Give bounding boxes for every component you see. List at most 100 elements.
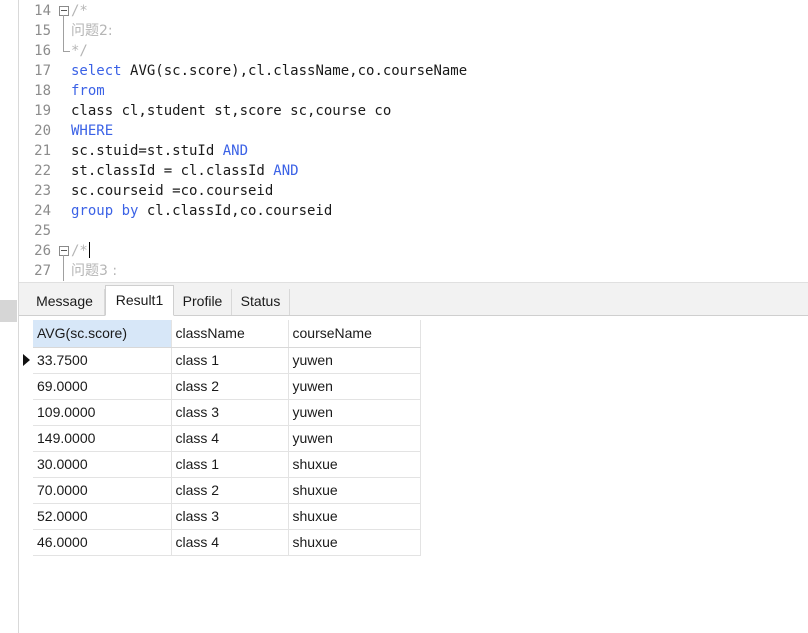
code-text: group by cl.classId,co.courseid bbox=[71, 201, 332, 221]
fold-gutter bbox=[57, 221, 71, 241]
code-line[interactable]: 14 /* bbox=[19, 1, 808, 21]
line-number: 18 bbox=[34, 83, 51, 99]
sql-keyword: from bbox=[71, 83, 105, 99]
tab-message[interactable]: Message bbox=[25, 289, 105, 315]
fold-toggle-icon[interactable] bbox=[57, 241, 71, 261]
tab-profile[interactable]: Profile bbox=[174, 289, 232, 315]
line-number: 22 bbox=[34, 163, 51, 179]
fold-gutter bbox=[57, 141, 71, 161]
line-number: 26 bbox=[34, 243, 51, 259]
sql-comment: /* bbox=[71, 3, 88, 19]
code-line[interactable]: 18 from bbox=[19, 81, 808, 101]
cell-avg-score[interactable]: 33.7500 bbox=[33, 347, 172, 374]
line-number: 24 bbox=[34, 203, 51, 219]
sql-keyword: group by bbox=[71, 203, 147, 219]
result-grid[interactable]: AVG(sc.score) className courseName 33.75… bbox=[19, 320, 808, 633]
cell-avg-score[interactable]: 30.0000 bbox=[33, 451, 172, 478]
cell-coursename[interactable]: shuxue bbox=[288, 503, 421, 530]
sql-keyword: WHERE bbox=[71, 123, 114, 139]
column-header-classname[interactable]: className bbox=[171, 320, 289, 348]
code-line[interactable]: 23 sc.courseid =co.courseid bbox=[19, 181, 808, 201]
fold-gutter bbox=[57, 61, 71, 81]
line-number: 23 bbox=[34, 183, 51, 199]
cell-avg-score[interactable]: 46.0000 bbox=[33, 529, 172, 556]
tab-status[interactable]: Status bbox=[232, 289, 290, 315]
fold-gutter bbox=[57, 101, 71, 121]
cell-coursename[interactable]: shuxue bbox=[288, 477, 421, 504]
cell-coursename[interactable]: yuwen bbox=[288, 373, 421, 400]
code-line[interactable]: 20 WHERE bbox=[19, 121, 808, 141]
line-number: 14 bbox=[34, 3, 51, 19]
cell-avg-score[interactable]: 149.0000 bbox=[33, 425, 172, 452]
line-number: 15 bbox=[34, 23, 51, 39]
cell-avg-score[interactable]: 69.0000 bbox=[33, 373, 172, 400]
cell-classname[interactable]: class 2 bbox=[171, 477, 289, 504]
column-header-avg-score[interactable]: AVG(sc.score) bbox=[33, 320, 172, 348]
code-text: st.classId = cl.classId AND bbox=[71, 161, 299, 181]
code-line[interactable]: 19 class cl,student st,score sc,course co bbox=[19, 101, 808, 121]
fold-gutter bbox=[57, 201, 71, 221]
cell-classname[interactable]: class 3 bbox=[171, 399, 289, 426]
sql-text: sc.courseid =co.courseid bbox=[71, 183, 274, 199]
current-row-pointer-icon bbox=[23, 354, 30, 366]
fold-gutter bbox=[57, 121, 71, 141]
code-line[interactable]: 25 bbox=[19, 221, 808, 241]
cell-coursename[interactable]: shuxue bbox=[288, 529, 421, 556]
cell-avg-score[interactable]: 52.0000 bbox=[33, 503, 172, 530]
fold-guide-icon bbox=[57, 21, 71, 41]
code-text: /* bbox=[71, 241, 90, 261]
code-text: 问题3 : bbox=[71, 261, 117, 281]
sql-comment: 问题3 : bbox=[71, 263, 118, 279]
sql-text: cl.classId,co.courseid bbox=[146, 203, 333, 219]
cell-classname[interactable]: class 1 bbox=[171, 347, 289, 374]
code-text: select AVG(sc.score),cl.className,co.cou… bbox=[71, 61, 467, 81]
code-text: from bbox=[71, 81, 105, 101]
code-text: WHERE bbox=[71, 121, 113, 141]
tab-result1[interactable]: Result1 bbox=[105, 285, 174, 316]
cell-avg-score[interactable]: 109.0000 bbox=[33, 399, 172, 426]
code-text: */ bbox=[71, 41, 88, 61]
splitter-marker[interactable] bbox=[0, 300, 17, 322]
cell-coursename[interactable]: yuwen bbox=[288, 399, 421, 426]
fold-end-icon bbox=[57, 41, 71, 61]
code-line[interactable]: 26 /* bbox=[19, 241, 808, 261]
code-line[interactable]: 24 group by cl.classId,co.courseid bbox=[19, 201, 808, 221]
code-text: class cl,student st,score sc,course co bbox=[71, 101, 391, 121]
line-number: 20 bbox=[34, 123, 51, 139]
cell-avg-score[interactable]: 70.0000 bbox=[33, 477, 172, 504]
cell-classname[interactable]: class 4 bbox=[171, 529, 289, 556]
line-number: 16 bbox=[34, 43, 51, 59]
cell-coursename[interactable]: shuxue bbox=[288, 451, 421, 478]
cell-coursename[interactable]: yuwen bbox=[288, 425, 421, 452]
line-number: 19 bbox=[34, 103, 51, 119]
sql-keyword: AND bbox=[273, 163, 299, 179]
fold-toggle-icon[interactable] bbox=[57, 1, 71, 21]
column-header-coursename[interactable]: courseName bbox=[288, 320, 421, 348]
code-line[interactable]: 16 */ bbox=[19, 41, 808, 61]
code-text: /* bbox=[71, 1, 88, 21]
code-line[interactable]: 22 st.classId = cl.classId AND bbox=[19, 161, 808, 181]
sql-comment: */ bbox=[71, 43, 88, 59]
code-text: sc.courseid =co.courseid bbox=[71, 181, 273, 201]
cell-coursename[interactable]: yuwen bbox=[288, 347, 421, 374]
code-text: sc.stuid=st.stuId AND bbox=[71, 141, 248, 161]
cell-classname[interactable]: class 3 bbox=[171, 503, 289, 530]
cell-classname[interactable]: class 2 bbox=[171, 373, 289, 400]
cell-classname[interactable]: class 4 bbox=[171, 425, 289, 452]
sql-text: class cl,student st,score sc,course co bbox=[71, 103, 392, 119]
cell-classname[interactable]: class 1 bbox=[171, 451, 289, 478]
